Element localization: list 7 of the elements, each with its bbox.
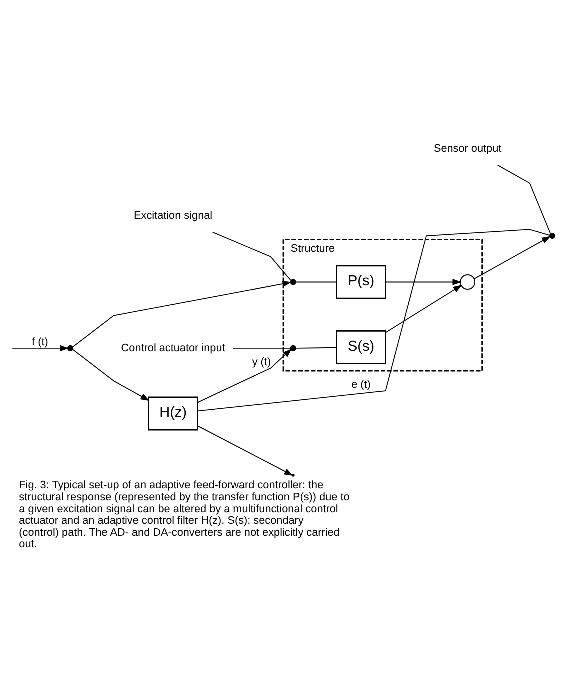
node-text: Excitation signal <box>134 210 213 222</box>
edge-label: y (t) <box>252 356 272 368</box>
edge-label: f (t) <box>32 336 48 348</box>
node-text: Control actuator input <box>121 342 226 354</box>
node-text: Sensor output <box>434 142 502 155</box>
caption: Fig. 3: Typical set-up of an adaptive feed-forward controller: the structural response (represented by the transfer function P(s)) due to a given excitation signal can be altered by a multifunctional control actuator and an adaptive control filter H(z). S(s): secondary (control) path. The AD- and DA-converters are not explicitly carried out. <box>19 480 350 551</box>
edge-label: e (t) <box>352 378 371 391</box>
